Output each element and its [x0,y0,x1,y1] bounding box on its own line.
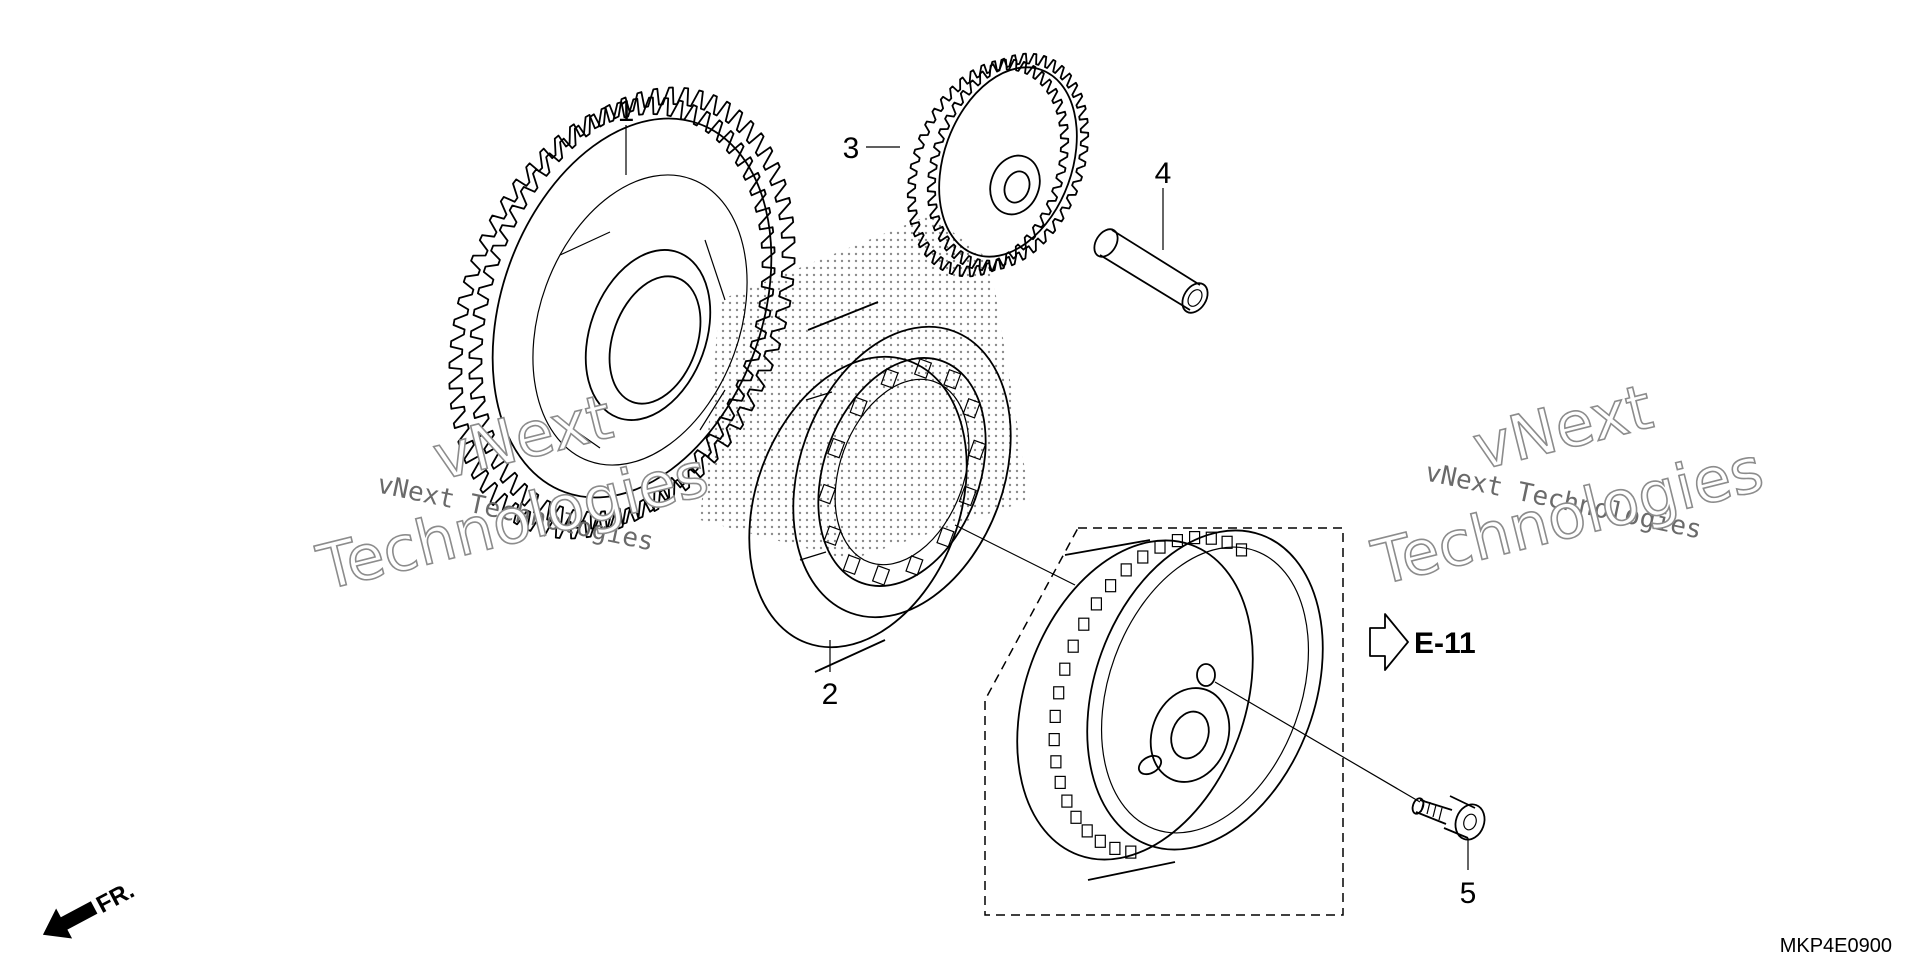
flywheel-tab [1048,732,1060,747]
flywheel-tab [1188,530,1201,545]
front-arrow-icon [42,901,98,939]
bolt-part-5 [1411,795,1486,841]
gear-1-spokes [559,231,726,449]
flywheel-tab [1171,533,1184,548]
one-way-clutch-part-2 [748,301,1012,673]
clutch-roller [936,526,955,548]
clutch-roller [842,554,861,576]
front-direction: FR. [42,877,139,939]
flywheel-tab [1154,540,1166,554]
callout-3: 3 [843,132,860,165]
clutch-roller [962,397,981,419]
flywheel-tab [1235,543,1248,557]
gear-1-web [491,117,773,499]
flywheel-tab [1104,579,1117,593]
flywheel-tab [1061,794,1073,808]
callout-1: 1 [618,95,635,128]
flywheel [1016,529,1324,881]
reduction-gear-shaft-part-4 [1093,228,1209,314]
clutch-roller [827,437,846,459]
watermark-right: vNext Technologies vNext Technologies [1364,369,1771,600]
gear-1-rim [532,174,748,466]
gear-1-teeth [468,86,796,530]
clutch-roller [958,485,977,507]
gear-1-hub-inner [608,275,702,405]
flywheel-tab [1137,550,1149,564]
clutch-roller [817,483,837,505]
callout-4: 4 [1155,157,1172,190]
flywheel-tab [1053,686,1065,700]
flywheel-tab [1050,755,1062,769]
gear-3-teeth [926,52,1090,272]
callout-5: 5 [1460,877,1477,910]
flywheel-tab [1109,841,1121,856]
clutch-roller [967,439,987,461]
flywheel-tab [1049,709,1061,724]
flywheel-reference-box [984,527,1344,916]
gear-1-back-teeth [448,96,776,540]
flywheel-tab [1221,535,1233,549]
clutch-roller [871,565,891,586]
reference-arrow-icon [1369,613,1409,671]
flywheel-tab [1205,531,1217,545]
clutch-roller [849,396,868,418]
flywheel-tab [1094,834,1106,848]
flywheel-tab [1120,563,1132,577]
flywheel-tab [1070,810,1082,824]
diagram-code: MKP4E0900 [1780,935,1892,957]
clutch-roller [913,358,933,379]
starter-driven-gear-part-1 [448,86,796,540]
flywheel-tab [1054,775,1066,790]
gear-3-bore [1003,170,1031,204]
front-label: FR. [92,877,139,919]
reference-label: E-11 [1414,627,1476,660]
flywheel-tab [1067,639,1079,653]
gear-3-boss [989,154,1041,216]
reference-e11[interactable]: E-11 [1369,613,1476,671]
clutch-roller [880,368,899,389]
callout-2: 2 [822,678,839,711]
flywheel-tab [1078,617,1090,631]
flywheel-tab [1059,662,1071,676]
clutch-roller [905,555,924,576]
reduction-gear-part-3 [906,52,1090,278]
leader-lines [625,125,1469,870]
gear-3-face [938,66,1078,258]
flywheel-tab [1081,824,1093,838]
clutch-roller [943,368,962,390]
clutch-roller [823,525,842,547]
flywheel-tab [1125,845,1137,859]
flywheel-tab [1090,597,1103,611]
gear-1-hub-outer [584,249,712,421]
